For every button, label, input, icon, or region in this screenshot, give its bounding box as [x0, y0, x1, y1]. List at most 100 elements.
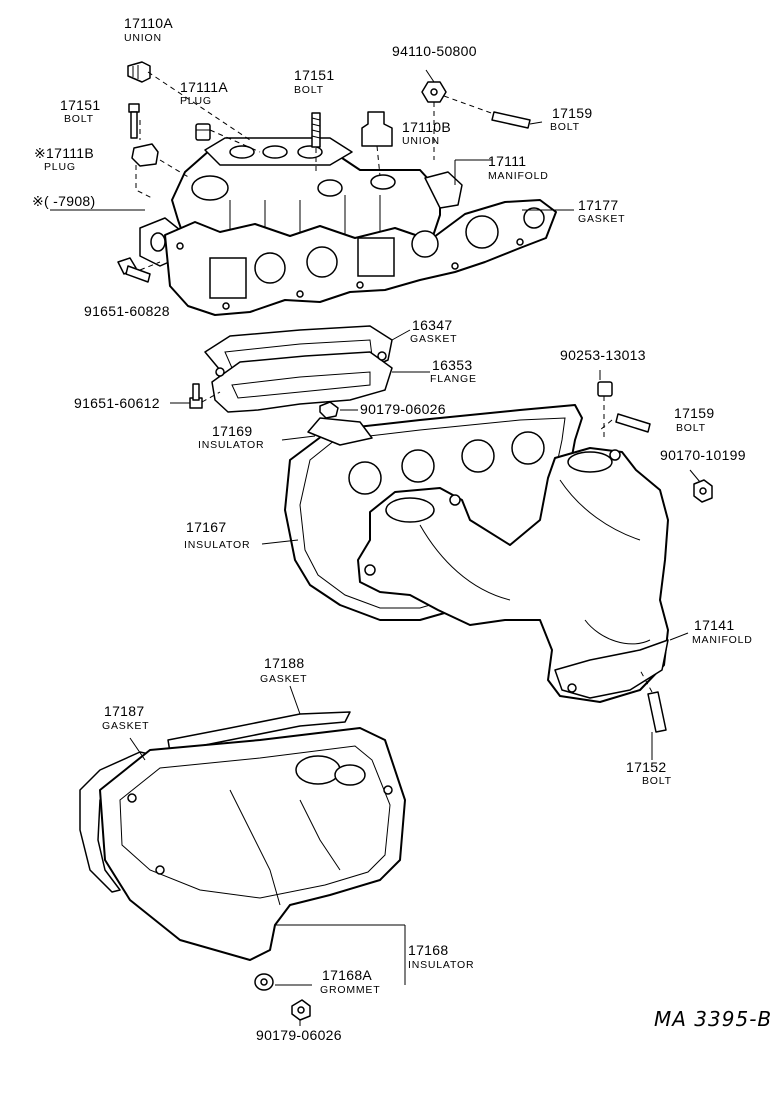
- callout-17151a: 17151 BOLT: [60, 97, 100, 125]
- callout-17169: 17169 INSULATOR: [198, 423, 264, 451]
- svg-text:90179-06026: 90179-06026: [360, 401, 446, 417]
- svg-text:90170-10199: 90170-10199: [660, 447, 746, 463]
- svg-text:BOLT: BOLT: [294, 84, 324, 96]
- svg-text:17141: 17141: [694, 617, 734, 633]
- svg-text:BOLT: BOLT: [676, 422, 706, 434]
- callout-90179a: 90179-06026: [360, 401, 446, 417]
- svg-text:MANIFOLD: MANIFOLD: [692, 634, 753, 646]
- callout-17111B: ※17111B PLUG: [34, 145, 94, 173]
- intake-gasket-17177: [164, 199, 557, 316]
- callout-17110A: 17110A UNION: [124, 15, 173, 44]
- union-17110A-part: [127, 61, 151, 83]
- svg-text:FLANGE: FLANGE: [430, 373, 477, 385]
- svg-text:17110B: 17110B: [402, 119, 451, 135]
- svg-text:BOLT: BOLT: [550, 121, 580, 133]
- callout-17159a: 17159 BOLT: [550, 105, 592, 133]
- svg-text:17111A: 17111A: [180, 79, 228, 95]
- stud-17152-part: [647, 691, 667, 733]
- callout-90179b: 90179-06026: [256, 1027, 342, 1043]
- svg-text:PLUG: PLUG: [180, 95, 212, 107]
- svg-text:PLUG: PLUG: [44, 161, 76, 173]
- nut-90179a-part: [319, 401, 339, 419]
- grommet-17168A-part: [254, 973, 274, 991]
- svg-text:17177: 17177: [578, 197, 618, 213]
- callout-17167: 17167 INSULATOR: [184, 519, 250, 551]
- nut-90253-part: [597, 381, 613, 397]
- svg-text:INSULATOR: INSULATOR: [198, 439, 264, 451]
- svg-text:91651-60612: 91651-60612: [74, 395, 160, 411]
- stud-17159b-part: [615, 413, 651, 433]
- svg-text:INSULATOR: INSULATOR: [408, 959, 474, 971]
- svg-text:BOLT: BOLT: [64, 113, 94, 125]
- nut-90179b-part: [291, 999, 311, 1021]
- union-17110B-part: [361, 111, 393, 147]
- svg-text:17151: 17151: [60, 97, 100, 113]
- nut-94110-part: [421, 81, 447, 103]
- svg-text:90253-13013: 90253-13013: [560, 347, 646, 363]
- callout-91651b: 91651-60612: [74, 395, 160, 411]
- svg-text:17110A: 17110A: [124, 15, 173, 31]
- insulator-17169: [307, 417, 373, 446]
- callout-16353: 16353 FLANGE: [430, 357, 477, 385]
- svg-text:BOLT: BOLT: [642, 775, 672, 787]
- svg-text:GASKET: GASKET: [410, 333, 457, 345]
- plug-17111A-part: [195, 123, 211, 141]
- bolt-17151b-part: [311, 112, 321, 148]
- leader-lines: [50, 69, 701, 1026]
- gasket-17187: [79, 751, 159, 893]
- callout-17168: 17168 INSULATOR: [408, 942, 474, 971]
- svg-text:17169: 17169: [212, 423, 252, 439]
- callout-16347: 16347 GASKET: [410, 317, 457, 345]
- svg-text:17167: 17167: [186, 519, 226, 535]
- svg-text:16347: 16347: [412, 317, 452, 333]
- callout-17177: 17177 GASKET: [578, 197, 625, 225]
- callout-17188: 17188 GASKET: [260, 655, 307, 685]
- svg-text:※17111B: ※17111B: [34, 145, 94, 161]
- insulator-17168: [99, 727, 406, 961]
- svg-text:17168: 17168: [408, 942, 448, 958]
- callout-17151b: 17151 BOLT: [294, 67, 334, 96]
- bolt-91651a-part: [117, 257, 151, 283]
- svg-text:GASKET: GASKET: [102, 720, 149, 732]
- bolt-91651b-part: [189, 383, 203, 409]
- exhaust-manifold-17141: [357, 447, 669, 703]
- svg-text:90179-06026: 90179-06026: [256, 1027, 342, 1043]
- stud-17159a-part: [491, 111, 531, 129]
- flange-16353: [211, 351, 393, 413]
- callout-94110: 94110-50800: [392, 43, 477, 59]
- svg-text:GASKET: GASKET: [260, 673, 307, 685]
- svg-text:17111: 17111: [488, 153, 526, 169]
- svg-text:MANIFOLD: MANIFOLD: [488, 170, 549, 182]
- svg-text:UNION: UNION: [402, 135, 440, 147]
- drawing-reference: MA 3395-B: [654, 1007, 772, 1031]
- callout-17111A: 17111A PLUG: [180, 79, 228, 107]
- callout-17168A: 17168A GROMMET: [320, 967, 380, 996]
- callout-91651a: 91651-60828: [84, 303, 170, 319]
- callout-17110B: 17110B UNION: [402, 119, 451, 147]
- svg-text:16353: 16353: [432, 357, 472, 373]
- plug-17111B-part: [131, 143, 159, 167]
- svg-text:GASKET: GASKET: [578, 213, 625, 225]
- svg-text:GROMMET: GROMMET: [320, 984, 380, 996]
- svg-text:※( -7908): ※( -7908): [32, 193, 95, 209]
- callout-90253: 90253-13013: [560, 347, 646, 363]
- svg-text:94110-50800: 94110-50800: [392, 43, 477, 59]
- svg-text:INSULATOR: INSULATOR: [184, 539, 250, 551]
- callout-17187: 17187 GASKET: [102, 703, 149, 732]
- svg-text:UNION: UNION: [124, 32, 162, 44]
- svg-text:17159: 17159: [552, 105, 592, 121]
- callout-90170: 90170-10199: [660, 447, 746, 463]
- svg-text:17159: 17159: [674, 405, 714, 421]
- callout-17152: 17152 BOLT: [626, 759, 672, 787]
- bolt-17151a-part: [128, 103, 140, 139]
- svg-text:17168A: 17168A: [322, 967, 372, 983]
- callout-7908: ※( -7908): [32, 193, 95, 209]
- callout-17159b: 17159 BOLT: [674, 405, 714, 434]
- svg-text:17188: 17188: [264, 655, 304, 671]
- svg-text:91651-60828: 91651-60828: [84, 303, 170, 319]
- callout-17141: 17141 MANIFOLD: [692, 617, 753, 646]
- nut-90170-part: [693, 479, 713, 503]
- svg-text:17187: 17187: [104, 703, 144, 719]
- svg-text:17152: 17152: [626, 759, 666, 775]
